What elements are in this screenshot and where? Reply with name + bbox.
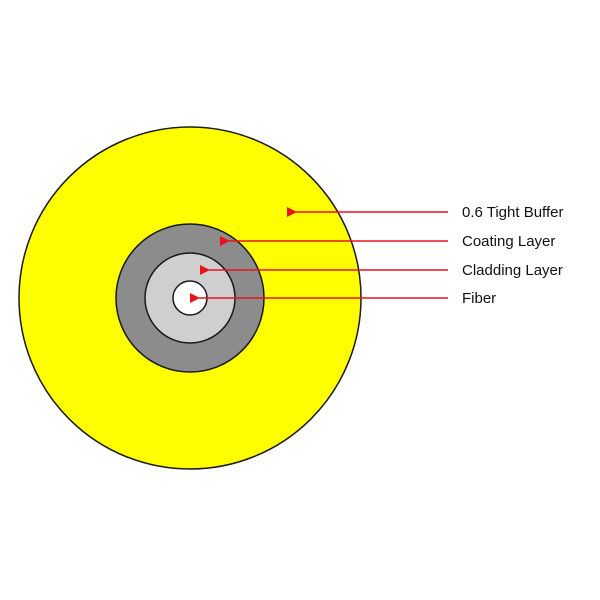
fiber-label: Fiber — [462, 290, 496, 307]
buffer-label: 0.6 Tight Buffer — [462, 204, 563, 221]
coating-label: Coating Layer — [462, 233, 555, 250]
cladding-label: Cladding Layer — [462, 262, 563, 279]
